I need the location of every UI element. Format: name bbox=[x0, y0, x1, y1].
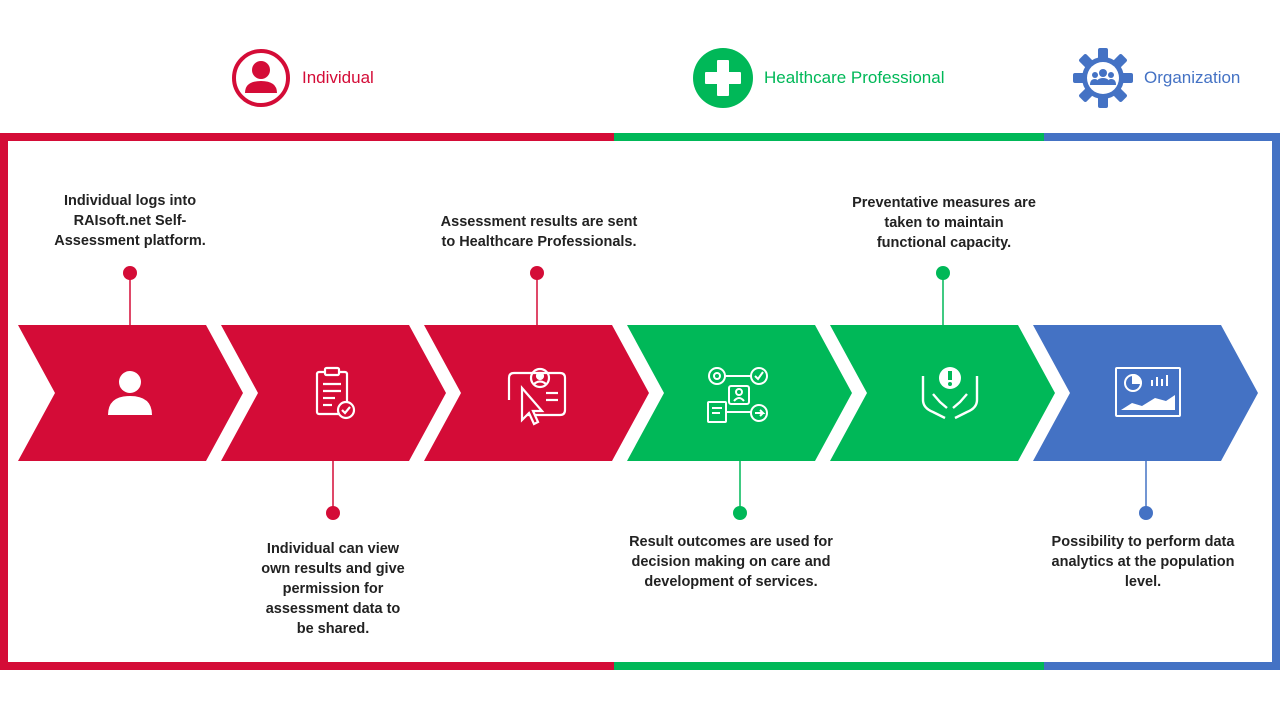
frame-bottom-organization bbox=[1044, 662, 1280, 670]
frame-top-healthcare bbox=[614, 133, 1044, 141]
frame-bottom-individual bbox=[0, 662, 614, 670]
legend-label-organization: Organization bbox=[1144, 68, 1241, 87]
legend-label-healthcare: Healthcare Professional bbox=[764, 68, 945, 87]
frame-left-individual bbox=[0, 133, 8, 670]
workflow-icon bbox=[707, 367, 768, 423]
frame-top-individual bbox=[0, 133, 614, 141]
chevron-step-6 bbox=[1033, 325, 1258, 461]
step-4-text: Result outcomes are used for decision ma… bbox=[629, 534, 833, 590]
chevron-step-5 bbox=[830, 325, 1055, 461]
connector-dot-3 bbox=[530, 266, 544, 280]
connector-dot-1 bbox=[123, 266, 137, 280]
clipboard-check-icon bbox=[315, 366, 356, 420]
step-2-text: Individual can view own results and give… bbox=[261, 541, 405, 637]
chevron-step-3 bbox=[424, 325, 649, 461]
legend-individual: Individual bbox=[230, 47, 374, 109]
profile-share-icon bbox=[507, 367, 567, 426]
chevron-step-4 bbox=[627, 325, 852, 461]
frame-right-organization bbox=[1272, 133, 1280, 670]
step-6-text: Possibility to perform data analytics at… bbox=[1051, 534, 1235, 590]
person-icon bbox=[232, 49, 290, 107]
chevron-step-1 bbox=[18, 325, 243, 461]
connector-dot-4 bbox=[733, 506, 747, 520]
user-icon bbox=[108, 371, 152, 415]
hands-alert-icon bbox=[921, 367, 979, 420]
step-5-text: Preventative measures are taken to maint… bbox=[852, 195, 1036, 251]
connector-dot-6 bbox=[1139, 506, 1153, 520]
frame-top-organization bbox=[1044, 133, 1280, 141]
legend-label-individual: Individual bbox=[302, 68, 374, 87]
connector-dot-5 bbox=[936, 266, 950, 280]
frame-bottom-healthcare bbox=[614, 662, 1044, 670]
analytics-dashboard-icon bbox=[1115, 367, 1181, 417]
medical-cross-icon bbox=[693, 48, 753, 108]
connector-dot-2 bbox=[326, 506, 340, 520]
gear-team-icon bbox=[1073, 48, 1133, 108]
chevron-step-2 bbox=[221, 325, 446, 461]
legend-healthcare: Healthcare Professional bbox=[692, 47, 944, 109]
legend-organization: Organization bbox=[1072, 47, 1240, 109]
step-1-text: Individual logs into RAIsoft.net Self- A… bbox=[54, 193, 206, 249]
step-3-text: Assessment results are sent to Healthcar… bbox=[440, 214, 638, 250]
